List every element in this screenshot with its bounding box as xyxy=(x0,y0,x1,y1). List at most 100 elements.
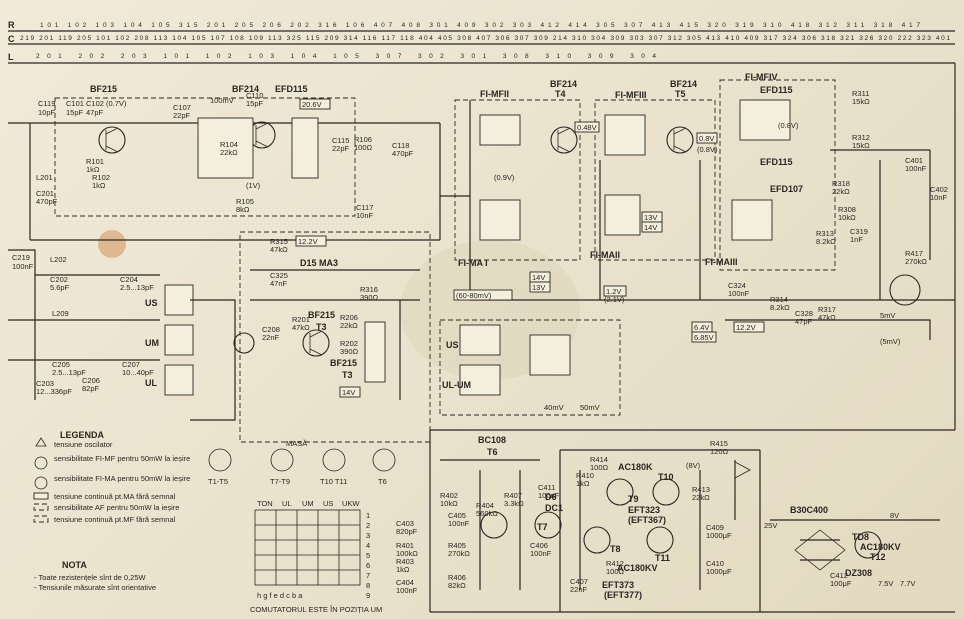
r311-label: R311 xyxy=(852,89,869,98)
c115-label: C115 xyxy=(332,136,349,145)
voltage-1v2: 1.2V xyxy=(606,287,621,296)
voltage-60-80mv: (60-80mV) xyxy=(456,291,492,300)
c201-label: C201 xyxy=(36,189,54,198)
switch-position-table: TON UL UM US UKW 1 2 3 4 5 6 7 8 9 h g f… xyxy=(250,499,382,614)
c411-label: C411 xyxy=(538,483,555,492)
c409-label: C409 xyxy=(706,523,724,532)
voltage-0v9: (0.9V) xyxy=(494,173,515,182)
c101-label: C101 xyxy=(66,99,84,108)
r405-value: 270kΩ xyxy=(448,549,470,558)
r202-value: 390Ω xyxy=(340,347,359,356)
c325-label: C325 xyxy=(270,271,288,280)
rail-r-label: R xyxy=(8,20,15,30)
c102-value: 47pF xyxy=(86,108,104,117)
switch-row-7: 7 xyxy=(366,571,370,580)
r106-label: R106 xyxy=(354,135,372,144)
c110-value: 15pF xyxy=(246,99,264,108)
r316-label: R316 xyxy=(360,285,378,294)
label-fi-mfiii: FI-MFIII xyxy=(615,90,647,100)
switch-row-1: 1 xyxy=(366,511,370,520)
label-t10: T10 xyxy=(658,472,674,482)
voltage-8v-b: (8V) xyxy=(686,461,701,470)
label-b30c400: B30C400 xyxy=(790,505,828,515)
c401-value: 100nF xyxy=(905,164,927,173)
legend-item-2: sensibilitate FI-MA pentru 50mW la ieșir… xyxy=(54,474,190,483)
c410-label: C410 xyxy=(706,559,724,568)
r312-label: R312 xyxy=(852,133,870,142)
label-eft373: EFT373 xyxy=(602,580,634,590)
r403-value: 1kΩ xyxy=(396,565,410,574)
c407-label: C407 xyxy=(570,577,588,586)
transistor-t4-icon xyxy=(550,126,578,154)
r404-label: R404 xyxy=(476,501,494,510)
c319-label: C319 xyxy=(850,227,868,236)
r407-label: R407 xyxy=(504,491,522,500)
c324-value: 100nF xyxy=(728,289,750,298)
if-stage-2-shield xyxy=(594,99,716,261)
r415-label: R415 xyxy=(710,439,728,448)
switch-col-ul: UL xyxy=(282,499,292,508)
label-fi-mfiv: FI-MFIV xyxy=(745,72,778,82)
r308-value: 10kΩ xyxy=(838,213,856,222)
label-t11: T11 xyxy=(655,553,670,563)
transistor-symbols xyxy=(98,121,921,559)
r206-label: R206 xyxy=(340,313,358,322)
r415-value: 120Ω xyxy=(710,447,729,456)
misc-wiring xyxy=(8,149,940,590)
r312-value: 15kΩ xyxy=(852,141,870,150)
label-t6: T6 xyxy=(487,447,498,457)
r410-value: 1kΩ xyxy=(576,479,590,488)
section-labels: BF215 BF214 EFD115 BF214 T4 BF214 T5 FI-… xyxy=(90,72,901,600)
voltage-1v: (1V) xyxy=(246,181,261,190)
c101-value: 15pF xyxy=(66,108,84,117)
label-t9: T9 xyxy=(628,494,639,504)
voltage-14v: 14V xyxy=(644,223,657,232)
c203-value: 12...336pF xyxy=(36,387,72,396)
legend-item-1: sensibilitate FI-MF pentru 50mW la ieșir… xyxy=(54,454,190,463)
l209-label: L209 xyxy=(52,309,69,318)
stain xyxy=(98,230,126,258)
label-bf215-b: BF215 xyxy=(330,358,357,368)
c328-label: C328 xyxy=(795,309,813,318)
label-ac180kv-t12: AC180KV xyxy=(860,542,901,552)
r311-value: 15kΩ xyxy=(852,97,870,106)
pinout-group-4: T6 xyxy=(378,477,387,486)
fm-sensitivity-icon xyxy=(34,456,48,470)
c107-label: C107 xyxy=(173,103,191,112)
label-efd107: EFD107 xyxy=(770,184,803,194)
transistor-t7-icon xyxy=(534,511,562,539)
label-ac180k: AC180K xyxy=(618,462,653,472)
r102-label: R102 xyxy=(92,173,110,182)
switch-row-2: 2 xyxy=(366,521,370,530)
r105-label: R105 xyxy=(236,197,254,206)
c117-value: 10nF xyxy=(356,211,374,220)
legend: LEGENDA tensiune oscilator sensibilitate… xyxy=(33,430,190,592)
dc-fm-icon xyxy=(33,515,49,523)
label-efd115-d3: EFD115 xyxy=(760,85,793,95)
c404-label: C404 xyxy=(396,578,414,587)
c205-label: C205 xyxy=(52,360,70,369)
band-us: US xyxy=(145,298,158,308)
r318-value: 22kΩ xyxy=(832,187,850,196)
pinout-group-3: T10 T11 xyxy=(320,477,347,486)
r412-label: R412 xyxy=(606,559,624,568)
r313-label: R313 xyxy=(816,229,834,238)
voltage-7v5: 7.5V xyxy=(878,579,893,588)
r410-label: R410 xyxy=(576,471,594,480)
r402-label: R402 xyxy=(440,491,458,500)
voltage-7v7: 7.7V xyxy=(900,579,915,588)
legend-item-3: tensiune continuă pt.MA fără semnal xyxy=(54,492,176,501)
pinout-t7-t9-icon xyxy=(270,448,294,472)
voltage-13v-b: 13V xyxy=(532,283,545,292)
switch-row-4: 4 xyxy=(366,541,370,550)
if-transformers xyxy=(164,99,791,396)
r206-value: 22kΩ xyxy=(340,321,358,330)
c207-label: C207 xyxy=(122,360,140,369)
voltage-0v8b: (0.8V) xyxy=(697,145,718,154)
voltage-6v4: 6.4V xyxy=(694,323,709,332)
label-t4: T4 xyxy=(555,89,566,99)
r317-value: 47kΩ xyxy=(818,313,836,322)
r414-label: R414 xyxy=(590,455,608,464)
pinout-t10-t11-icon xyxy=(322,448,346,472)
